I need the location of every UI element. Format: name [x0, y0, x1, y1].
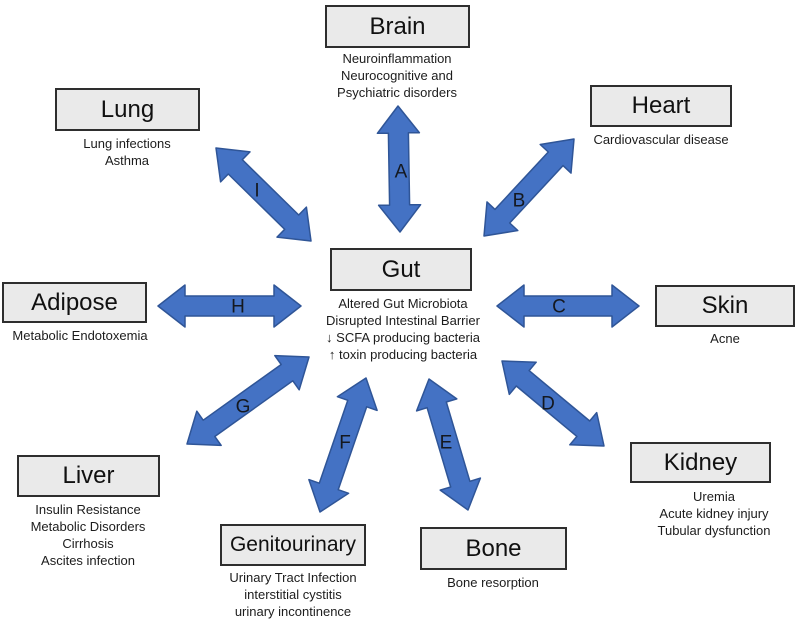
double-arrow-shape-a: [376, 105, 422, 233]
condition-line: Bone resorption: [447, 575, 539, 590]
heart-node-title: Heart: [631, 92, 691, 119]
adipose-node-box: Adipose: [2, 282, 147, 323]
arrow-label-i: I: [254, 181, 259, 202]
arrow-label-f: F: [339, 433, 351, 454]
condition-line: Metabolic Disorders: [30, 519, 146, 534]
lung-node-title: Lung: [100, 95, 155, 123]
liver-node-box: Liver: [17, 455, 160, 497]
condition-line: Cardiovascular disease: [593, 132, 729, 147]
brain-node-box: Brain: [325, 5, 470, 48]
genitourinary-node-box: Genitourinary: [220, 524, 366, 566]
condition-line: Uremia: [693, 489, 735, 504]
double-arrow-shape-e: [415, 378, 482, 511]
gut-node-box: Gut: [330, 248, 472, 291]
arrow-label-g: G: [236, 397, 251, 418]
condition-line: Lung infections: [83, 136, 171, 151]
kidney-node-box: Kidney: [630, 442, 771, 483]
double-arrow-shape-b: [483, 138, 575, 237]
double-arrow-shape-f: [308, 377, 378, 513]
condition-line: urinary incontinence: [234, 604, 352, 619]
condition-line: ↓ SCFA producing bacteria: [326, 330, 480, 345]
liver-node-title: Liver: [62, 462, 115, 489]
arrow-a-gut-brain: A: [376, 105, 422, 233]
condition-line: Metabolic Endotoxemia: [12, 328, 148, 343]
skin-node-box: Skin: [655, 285, 795, 327]
condition-line: Acute kidney injury: [659, 506, 769, 521]
arrow-g-gut-liver: G: [186, 354, 310, 447]
lung-node-box: Lung: [55, 88, 200, 131]
double-arrow-shape-h: [157, 284, 302, 328]
arrow-d-gut-kidney: D: [501, 360, 605, 447]
condition-line: ↑ toxin producing bacteria: [328, 347, 478, 362]
arrow-h-gut-adipose: H: [157, 284, 302, 328]
arrow-c-gut-skin: C: [496, 284, 640, 328]
condition-line: Altered Gut Microbiota: [338, 296, 468, 311]
condition-line: Tubular dysfunction: [657, 523, 771, 538]
arrow-b-gut-heart: B: [483, 138, 575, 237]
arrow-label-e: E: [440, 433, 453, 454]
condition-line: Ascites infection: [41, 553, 135, 568]
brain-node-title: Brain: [369, 12, 426, 40]
condition-line: Psychiatric disorders: [337, 85, 457, 100]
kidney-node-title: Kidney: [663, 448, 738, 476]
bone-conditions: Bone resorption: [447, 574, 539, 591]
condition-line: interstitial cystitis: [244, 587, 342, 602]
bone-node-box: Bone: [420, 527, 567, 570]
bone-node-title: Bone: [465, 534, 522, 562]
arrow-e-gut-bone: E: [415, 378, 482, 511]
arrow-f-gut-genitourinary: F: [308, 377, 378, 513]
adipose-node-title: Adipose: [31, 288, 118, 316]
arrow-label-b: B: [513, 191, 526, 212]
arrow-label-c: C: [552, 297, 566, 318]
skin-node-title: Skin: [701, 292, 749, 319]
condition-line: Neurocognitive and: [340, 68, 454, 83]
arrow-label-a: A: [395, 162, 408, 183]
arrow-i-gut-lung: I: [215, 147, 312, 242]
gut-node-title: Gut: [381, 255, 421, 283]
skin-conditions: Acne: [710, 330, 740, 347]
condition-line: Cirrhosis: [62, 536, 114, 551]
arrow-label-h: H: [231, 297, 245, 318]
double-arrow-shape-c: [496, 284, 640, 328]
arrow-label-d: D: [541, 394, 555, 415]
condition-line: Insulin Resistance: [35, 502, 141, 517]
double-arrow-shape-d: [501, 360, 605, 447]
condition-line: Acne: [710, 331, 740, 346]
double-arrow-shape-i: [215, 147, 312, 242]
heart-conditions: Cardiovascular disease: [593, 131, 728, 148]
condition-line: Urinary Tract Infection: [229, 570, 357, 585]
genitourinary-conditions: Urinary Tract Infection interstitial cyst…: [229, 569, 356, 619]
condition-line: Asthma: [104, 153, 150, 168]
adipose-conditions: Metabolic Endotoxemia: [12, 327, 147, 344]
condition-line: Disrupted Intestinal Barrier: [326, 313, 480, 328]
heart-node-box: Heart: [590, 85, 732, 127]
genitourinary-node-title: Genitourinary: [229, 533, 357, 556]
condition-line: Neuroinflammation: [342, 51, 452, 66]
double-arrow-shape-g: [186, 354, 310, 447]
